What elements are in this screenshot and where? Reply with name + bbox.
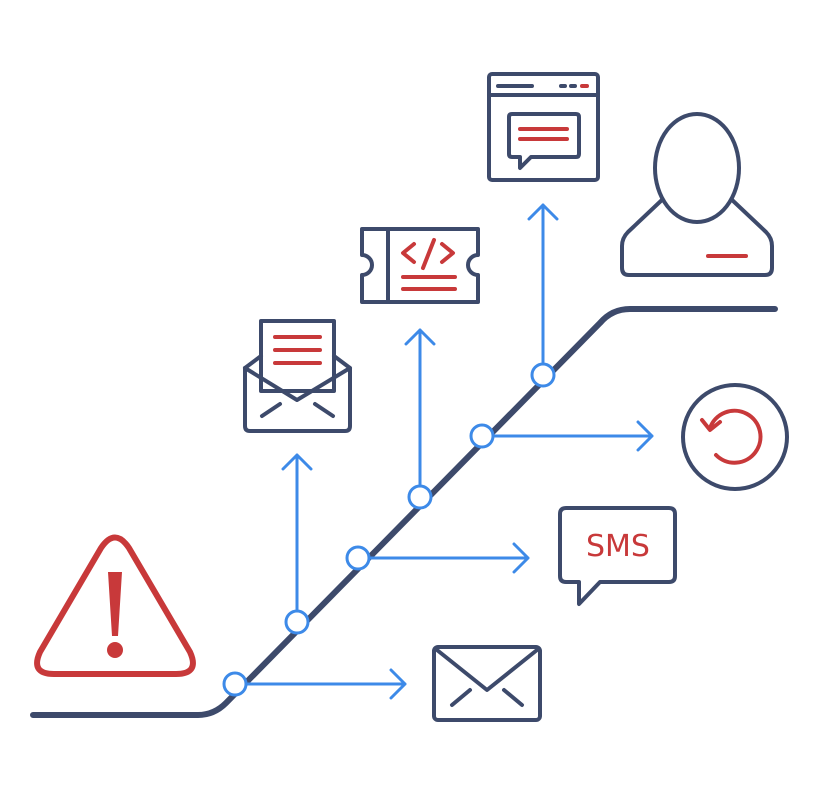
flow-node (407, 484, 433, 510)
arrow-to-ticket (404, 328, 436, 499)
flow-node (284, 609, 310, 635)
sms-icon: SMS (558, 506, 677, 606)
user-icon (620, 112, 774, 277)
browser-chat-icon (487, 72, 600, 182)
flow-node (222, 671, 248, 697)
sms-label: SMS (586, 529, 650, 564)
arrow-to-letter (281, 453, 313, 624)
arrow-to-email (233, 668, 407, 700)
flow-node (530, 362, 556, 388)
arrow-to-refresh (480, 420, 654, 452)
flow-node (345, 545, 371, 571)
flow-arrows (233, 203, 654, 700)
escalation-path-line (30, 306, 778, 718)
flow-node (469, 423, 495, 449)
warning-icon (34, 534, 196, 677)
arrow-to-sms (356, 542, 530, 574)
code-ticket-icon (360, 227, 480, 304)
open-letter-icon (243, 319, 352, 433)
refresh-icon (681, 383, 789, 491)
flow-nodes (222, 362, 556, 697)
arrow-to-browser (527, 203, 559, 377)
closed-envelope-icon (432, 645, 542, 722)
